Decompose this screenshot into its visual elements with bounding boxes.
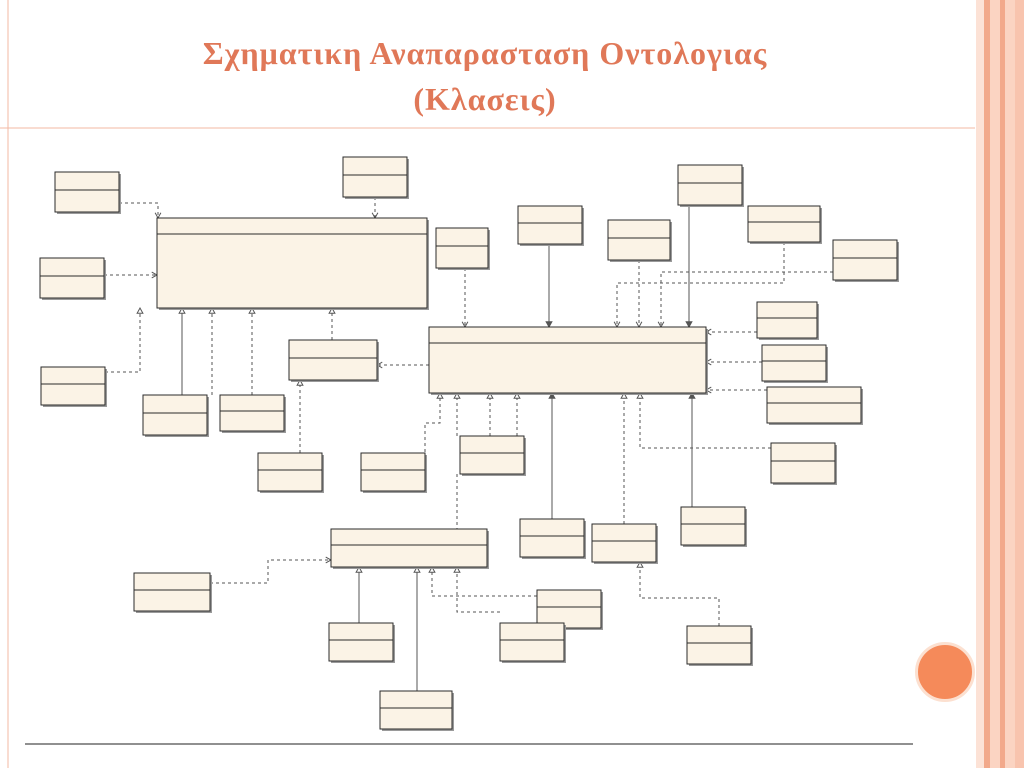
class-box [156,217,429,310]
connector-arrowhead [548,391,556,399]
connector-arrowhead [413,565,421,573]
class-box [379,690,454,731]
class-box [330,528,489,569]
title-line-1: Σχηματικη Αναπαρασταση Οντολογιας [202,35,768,71]
connector-line [119,202,159,218]
class-box [747,205,822,244]
class-box [54,171,121,214]
class-box [459,435,526,476]
connector-line [431,567,537,597]
class-box [40,366,107,407]
connector-arrowhead [453,391,461,399]
connector-line [456,567,500,613]
accent-circle [915,642,975,702]
title-line-2: (Κλασεις) [413,81,557,117]
slide-title: Σχηματικη Αναπαρασταση Οντολογιας (Κλασε… [20,30,950,122]
class-box [428,326,708,395]
class-box [686,625,753,666]
class-box [499,622,566,663]
class-box [591,523,658,564]
class-box [133,572,212,613]
decorative-stripes [976,0,1024,768]
connector-arrowhead [436,391,444,399]
class-box [219,394,286,433]
class-box [519,518,586,559]
class-box [677,164,744,207]
class-box-group [39,156,899,731]
connector-arrowhead [428,565,436,573]
class-diagram-canvas [25,156,913,745]
connector-arrowhead [688,391,696,399]
class-box [328,622,395,663]
class-box [832,239,899,282]
connector-group [104,197,833,691]
class-box [536,589,603,630]
class-box [517,205,584,246]
connector-arrowhead [636,560,644,568]
class-box [766,386,863,425]
connector-arrowhead [328,306,336,314]
class-box [770,442,837,485]
connector-arrowhead [355,565,363,573]
class-box [288,339,379,382]
class-box [142,394,209,437]
class-box [761,344,828,383]
connector-arrowhead [620,391,628,399]
connector-arrowhead [248,306,256,314]
connector-line [616,242,785,327]
connector-arrowhead [636,391,644,399]
class-box [342,156,409,199]
connector-line [639,562,720,626]
class-box [257,452,324,493]
connector-arrowhead [178,306,186,314]
connector-arrowhead [136,306,144,314]
connector-arrowhead [208,306,216,314]
connector-arrowhead [486,391,494,399]
class-box [39,257,106,300]
class-diagram [25,143,913,745]
class-box [756,301,819,340]
class-box [435,227,490,270]
connector-arrowhead [545,321,553,329]
connector-arrowhead [296,378,304,386]
connector-arrowhead [513,391,521,399]
class-box [680,506,747,547]
class-box [607,219,672,262]
connector-arrowhead [685,321,693,329]
connector-line [424,393,441,470]
class-box [360,452,427,493]
connector-arrowhead [453,565,461,573]
connector-line [105,308,141,373]
connector-line [639,393,771,449]
connector-line [210,559,331,584]
